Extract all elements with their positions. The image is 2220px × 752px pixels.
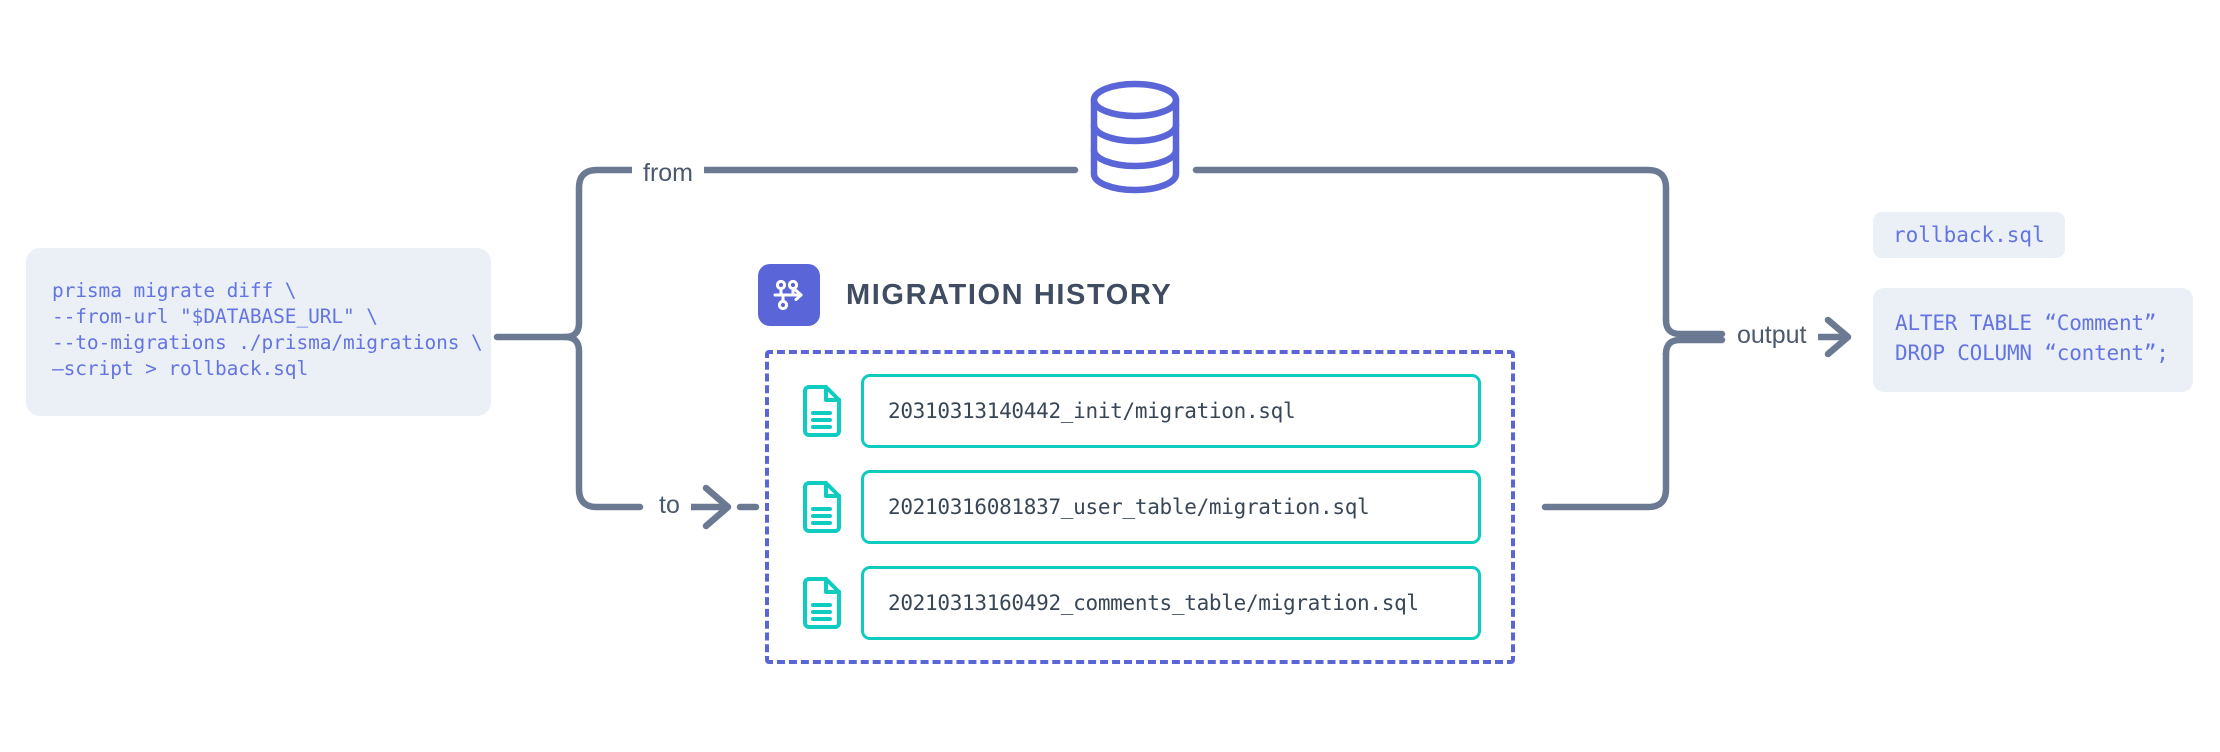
command-line: --from-url "$DATABASE_URL" \ (52, 305, 378, 328)
migration-filename: 20210313160492_comments_table/migration.… (888, 591, 1419, 615)
migration-list-item[interactable]: 20210313160492_comments_table/migration.… (799, 566, 1481, 640)
file-document-icon (799, 481, 843, 533)
migration-file-pill[interactable]: 20210316081837_user_table/migration.sql (861, 470, 1481, 544)
to-label: to (648, 490, 691, 520)
migration-file-pill[interactable]: 20310313140442_init/migration.sql (861, 374, 1481, 448)
command-line: prisma migrate diff \ (52, 279, 297, 302)
sql-line: ALTER TABLE “Comment” (1895, 311, 2157, 335)
command-line: –script > rollback.sql (52, 357, 309, 380)
prisma-command-code-block: prisma migrate diff \ --from-url "$DATAB… (26, 248, 491, 416)
file-document-icon (799, 577, 843, 629)
from-label: from (632, 158, 704, 188)
output-label: output (1726, 320, 1818, 350)
rollback-filename-tag: rollback.sql (1873, 212, 2065, 258)
migration-history-list: 20310313140442_init/migration.sql 202103… (765, 350, 1515, 664)
sql-output-code-block: ALTER TABLE “Comment” DROP COLUMN “conte… (1873, 288, 2193, 392)
migration-filename: 20310313140442_init/migration.sql (888, 399, 1296, 423)
migration-filename: 20210316081837_user_table/migration.sql (888, 495, 1370, 519)
migration-branch-icon (758, 264, 820, 326)
file-document-icon (799, 385, 843, 437)
migration-history-header: MIGRATION HISTORY (758, 264, 1172, 326)
migration-list-item[interactable]: 20310313140442_init/migration.sql (799, 374, 1481, 448)
migration-file-pill[interactable]: 20210313160492_comments_table/migration.… (861, 566, 1481, 640)
migration-list-item[interactable]: 20210316081837_user_table/migration.sql (799, 470, 1481, 544)
command-line: --to-migrations ./prisma/migrations \ (52, 331, 483, 354)
rollback-filename-text: rollback.sql (1893, 223, 2045, 247)
sql-line: DROP COLUMN “content”; (1895, 341, 2169, 365)
database-cylinder-icon (1081, 78, 1189, 196)
migration-history-title: MIGRATION HISTORY (846, 278, 1173, 311)
